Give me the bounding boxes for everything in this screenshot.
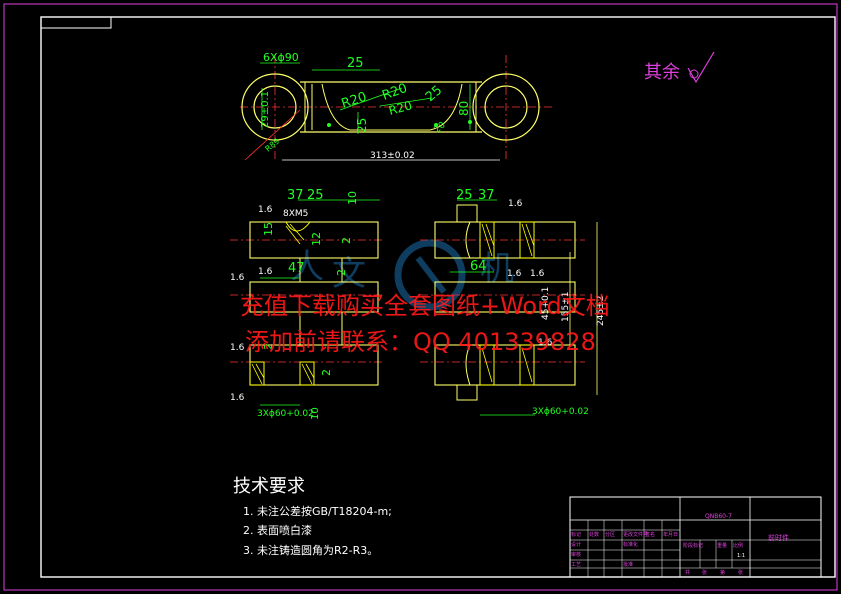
requirement-1: 1. 未注公差按GB/T18204-m; (243, 505, 392, 518)
dim-thread: 8XM5 (283, 209, 308, 219)
tb-label-1: 标记 (571, 531, 581, 538)
side-view-left (230, 199, 382, 406)
dim-10-l: 10 (346, 191, 359, 205)
rough-l-2: 1.6 (258, 267, 273, 277)
tb-label-5: 签名 (645, 531, 655, 538)
tb-label-6: 年月日 (663, 531, 678, 538)
tb-label-10: 重量 (717, 542, 727, 549)
inner-frame (40, 16, 836, 578)
dim-15: 15 (262, 222, 275, 236)
dim-2-a: 2 (340, 237, 353, 244)
rough-l-4: 1.6 (230, 343, 245, 353)
dim-2-c: 2 (262, 343, 275, 350)
surface-note: 其余 (644, 62, 680, 83)
dim-37-l: 37 (287, 188, 304, 203)
tb-label-16: 张 (702, 569, 707, 576)
dim-64: 64 (470, 259, 487, 274)
tb-label-3: 分区 (605, 531, 615, 538)
rough-l-1: 1.6 (258, 205, 273, 215)
dim-155: 155±1 (561, 292, 571, 322)
tb-label-11: 比例 (733, 542, 743, 549)
tb-label-17: 第 (720, 569, 725, 576)
svg-text:人: 人 (290, 247, 324, 287)
dim-29: 29±0.1 (260, 91, 271, 128)
dim-span: 313±0.02 (370, 151, 415, 161)
dim-25-r: 25 (456, 188, 473, 203)
scale-value: 1:1 (737, 553, 745, 559)
dim-25-diag: 25 (423, 83, 445, 105)
dim-25-l: 25 (307, 188, 324, 203)
dim-12: 12 (310, 232, 323, 246)
requirement-2: 2. 表面喷白漆 (243, 524, 312, 537)
side-view-right (420, 199, 598, 416)
dim-bore-r: 3Xϕ60+0.02 (532, 407, 589, 417)
dim-80: 80 (457, 101, 471, 116)
rough-r-4: 1.6 (538, 338, 553, 348)
dim-bore-l: 3Xϕ60+0.02 (257, 409, 314, 419)
tb-label-14: 批准 (623, 561, 633, 568)
outer-frame (3, 3, 838, 591)
dim-2-b: 2 (335, 269, 348, 276)
drawing-number: QNB60-7 (705, 513, 732, 520)
dim-r20-c: R20 (387, 98, 413, 118)
dim-245: 245±2 (596, 296, 606, 326)
dim-r20-a: R20 (340, 90, 369, 112)
corner-tab (41, 17, 112, 29)
dim-holes: 6Xϕ90 (263, 51, 299, 64)
tb-label-2: 处数 (589, 531, 599, 538)
tb-label-12: 审核 (571, 551, 581, 558)
dim-37-r: 37 (478, 188, 495, 203)
tb-label-7: 设计 (571, 541, 581, 548)
dim-25-vert: 25 (355, 118, 369, 133)
tb-label-15: 共 (685, 569, 690, 576)
tb-label-8: 标准化 (623, 541, 638, 548)
dim-47: 47 (288, 261, 305, 276)
rough-r-2: 1.6 (507, 269, 522, 279)
part-name: 前时件 (768, 533, 789, 542)
dim-45: 45+0.1 (541, 287, 551, 320)
title-block (569, 496, 822, 578)
requirements-title: 技术要求 (233, 476, 305, 497)
requirement-3: 3. 未注铸造圆角为R2-R3。 (243, 544, 379, 557)
dim-25-top: 25 (347, 56, 364, 71)
dim-10-b: 10 (310, 407, 321, 420)
roughness-symbol-icon (687, 51, 715, 84)
dim-2-d: 2 (320, 369, 333, 376)
rough-r-3: 1.6 (530, 269, 545, 279)
top-view: 6Xϕ90 25 R20 R20 R20 25 25 80 29±0.1 R89… (240, 51, 555, 161)
rough-l-5: 1.6 (230, 393, 245, 403)
tb-label-9: 阶段标记 (683, 542, 703, 549)
watermark-line-2: 添加前请联系：QQ 401339828 (245, 328, 596, 356)
rough-r-1: 1.6 (508, 199, 523, 209)
rough-l-3: 1.6 (230, 273, 245, 283)
svg-text:文: 文 (332, 254, 366, 294)
tb-label-4: 更改文件号 (623, 531, 648, 538)
tb-label-13: 工艺 (571, 562, 581, 568)
tb-label-18: 张 (738, 569, 743, 576)
watermark-line-1: 充值下载购买全套图纸+Word文档 (240, 292, 610, 320)
